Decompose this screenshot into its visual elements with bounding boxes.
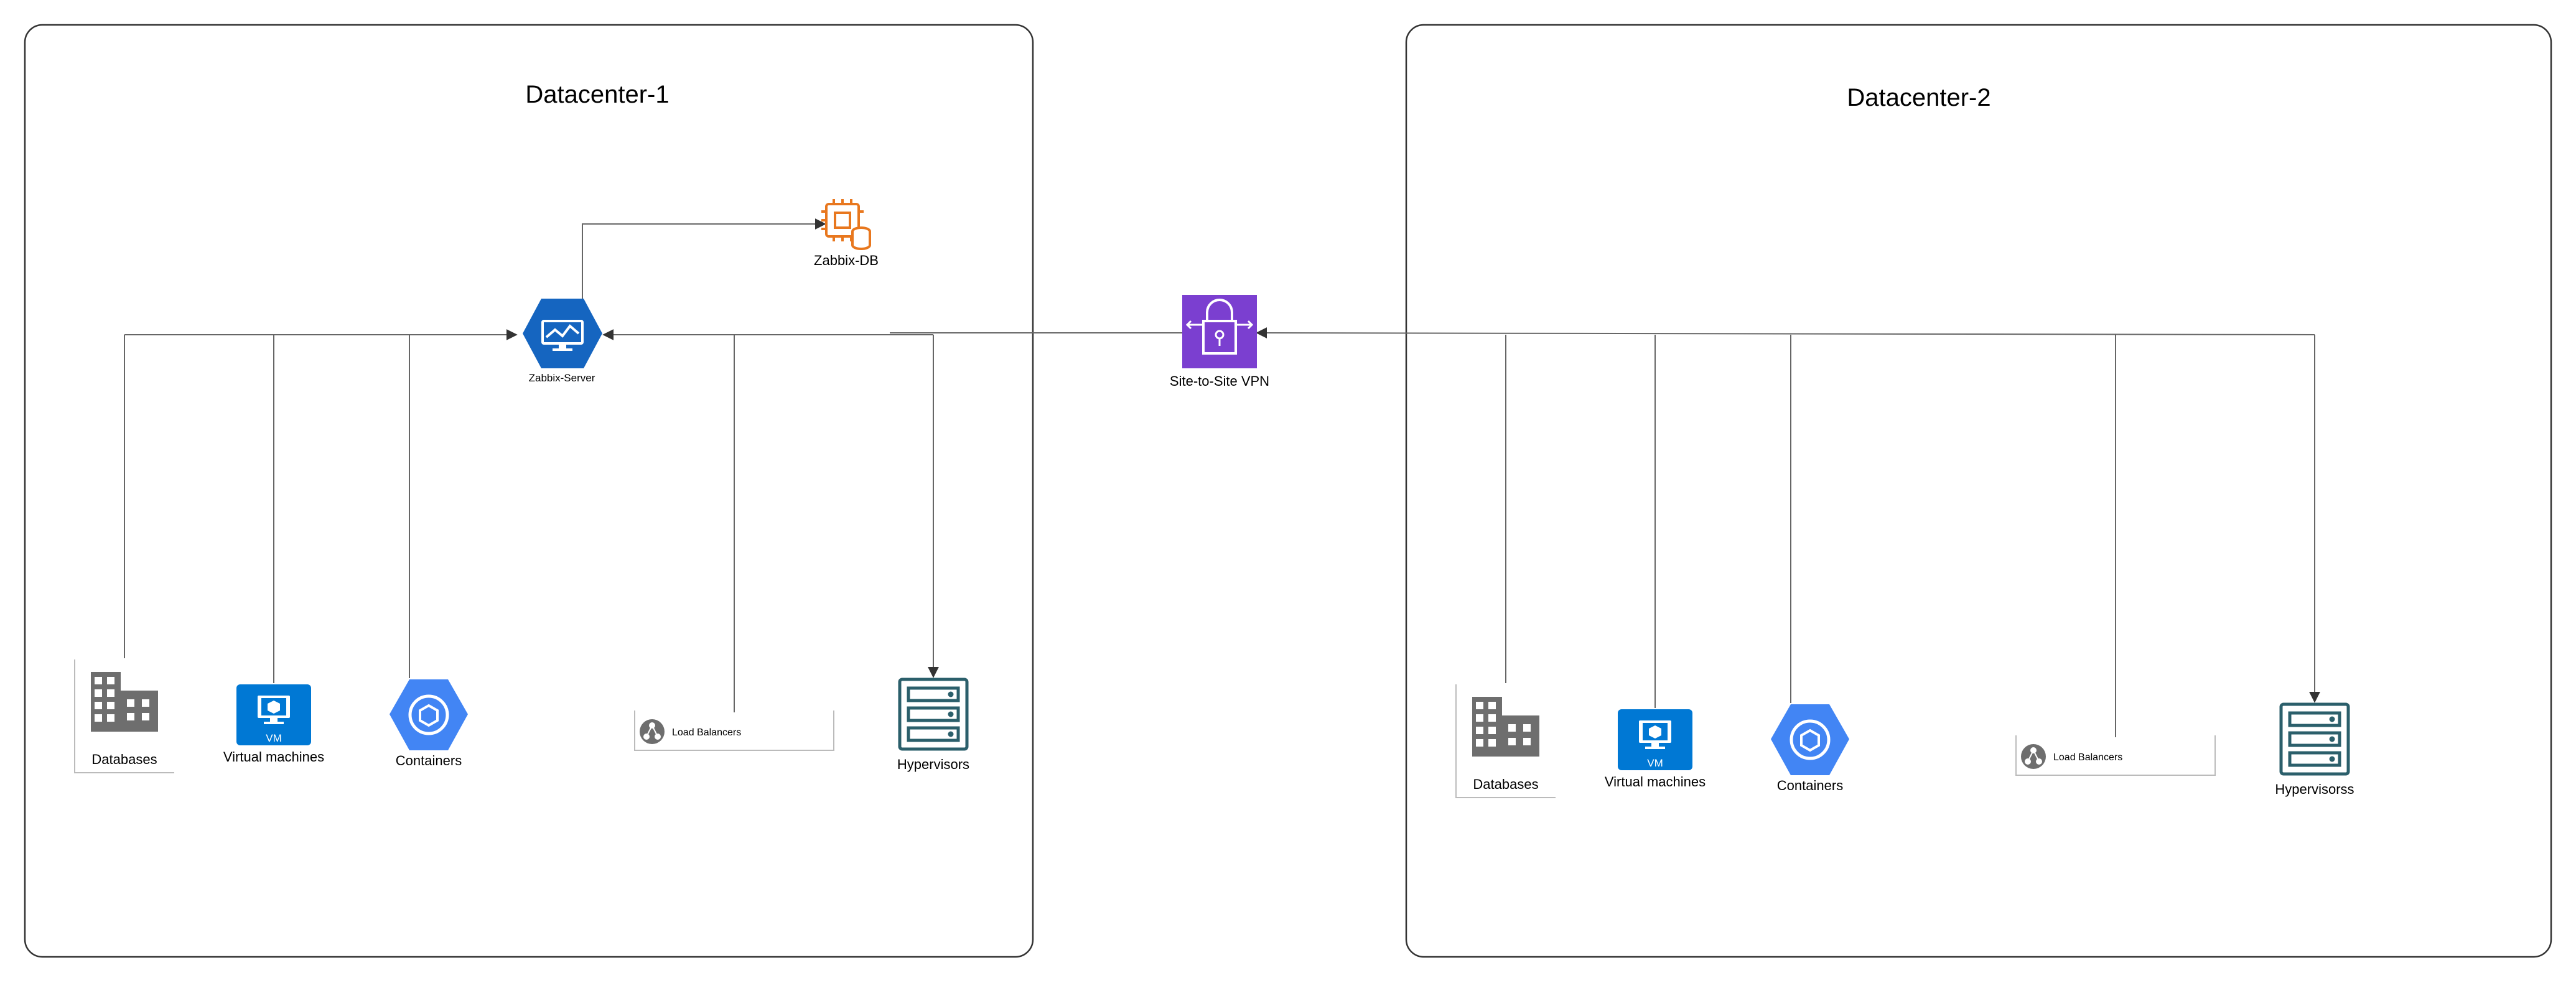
dc2-virtual-machines-node[interactable]: VM Virtual machines: [1605, 709, 1706, 790]
datacenter-1-frame: [24, 24, 1034, 958]
server-rack-icon: [898, 678, 969, 751]
hypervisors-node[interactable]: Hypervisors: [897, 678, 969, 772]
building-icon: [91, 672, 158, 732]
container-icon: [1771, 704, 1849, 775]
hypervisors-label: Hypervisors: [897, 757, 969, 772]
connector-dc2-bus: [1256, 327, 2315, 339]
dc2-load-balancers-node[interactable]: Load Balancers: [2015, 735, 2216, 776]
monitor-icon: [523, 299, 602, 368]
virtual-machines-label: Virtual machines: [223, 749, 324, 765]
dc2-load-balancers-label: Load Balancers: [2053, 752, 2122, 763]
datacenter-2-title: Datacenter-2: [1847, 84, 1990, 111]
vpn-node[interactable]: Site-to-Site VPN: [1170, 295, 1269, 389]
vm-icon: VM: [1618, 709, 1692, 770]
virtual-machines-node[interactable]: VM Virtual machines: [223, 684, 324, 765]
dc2-hypervisors-node[interactable]: Hypervisorss: [2275, 702, 2354, 797]
connectors: [124, 218, 2320, 737]
connector-server-to-db: [582, 218, 826, 300]
load-balancers-label: Load Balancers: [672, 727, 741, 738]
load-balancer-icon: [2021, 744, 2046, 769]
dc2-virtual-machines-label: Virtual machines: [1605, 774, 1706, 790]
load-balancer-icon: [640, 719, 665, 744]
dc2-databases-node[interactable]: Databases: [1455, 684, 1556, 798]
vm-badge: VM: [1647, 757, 1663, 769]
datacenter-2-frame: [1405, 24, 2552, 958]
building-icon: [1472, 697, 1539, 757]
dc2-containers-label: Containers: [1777, 778, 1843, 793]
dc2-databases-label: Databases: [1473, 776, 1538, 792]
vm-badge: VM: [266, 732, 282, 744]
containers-label: Containers: [396, 753, 462, 768]
chip-database-icon: [821, 199, 871, 250]
datacenter-1-title: Datacenter-1: [525, 81, 669, 108]
dc2-containers-node[interactable]: Containers: [1771, 704, 1849, 793]
zabbix-server-label: Zabbix-Server: [529, 372, 595, 384]
server-rack-icon: [2279, 702, 2350, 776]
zabbix-db-label: Zabbix-DB: [814, 253, 879, 268]
zabbix-db-node[interactable]: Zabbix-DB: [814, 199, 879, 268]
zabbix-server-node[interactable]: Zabbix-Server: [523, 299, 602, 384]
containers-node[interactable]: Containers: [390, 679, 468, 768]
databases-node[interactable]: Databases: [74, 659, 174, 773]
dc2-hypervisors-label: Hypervisorss: [2275, 781, 2354, 797]
vpn-label: Site-to-Site VPN: [1170, 373, 1269, 389]
vm-icon: VM: [236, 684, 311, 745]
load-balancers-node[interactable]: Load Balancers: [634, 710, 834, 751]
databases-label: Databases: [91, 752, 157, 767]
container-icon: [390, 679, 468, 750]
